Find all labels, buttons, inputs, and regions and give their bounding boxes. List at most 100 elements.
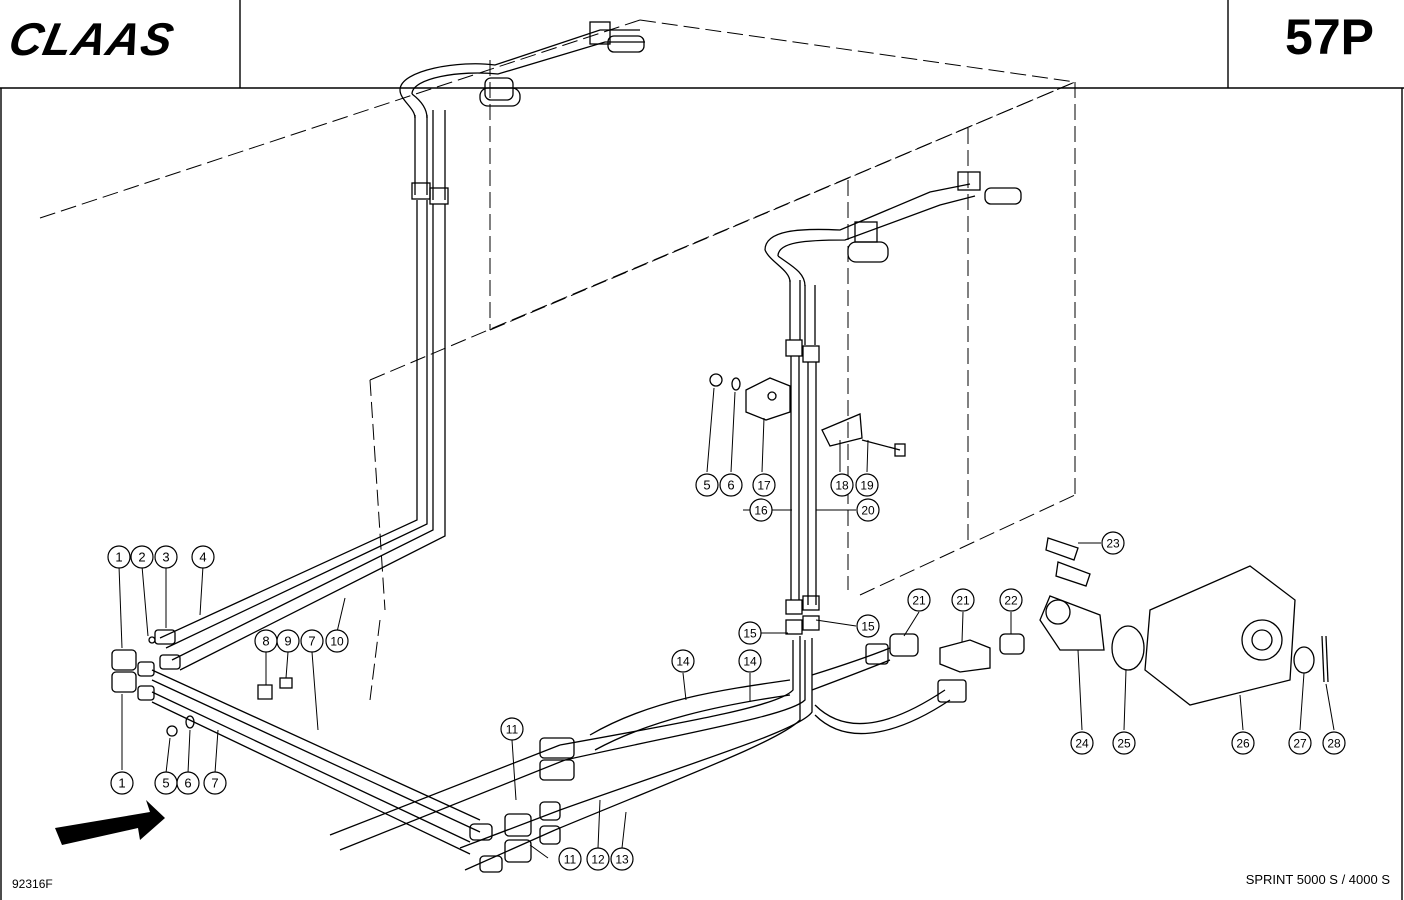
callout-circle (110, 771, 134, 795)
callout-24: 24 (1070, 731, 1094, 755)
callout-circle (1070, 731, 1094, 755)
callout-circle (856, 614, 880, 638)
callout-label: 18 (835, 479, 849, 493)
callout-circle (154, 545, 178, 569)
callout-circle (130, 545, 154, 569)
callout-circle (558, 847, 582, 871)
left-hose-pair (399, 21, 645, 205)
callout-circle (749, 498, 773, 522)
direction-arrow (55, 800, 165, 845)
callout-circle (191, 545, 215, 569)
callout-label: 22 (1004, 594, 1018, 608)
callout-label: 24 (1075, 737, 1089, 751)
callout-17: 17 (752, 473, 776, 497)
callout-6: 6 (176, 771, 200, 795)
callout-22: 22 (999, 588, 1023, 612)
left-fittings (111, 629, 481, 855)
callout-label: 12 (591, 853, 605, 867)
drawing-number: 92316F (12, 877, 53, 891)
callout-label: 16 (754, 504, 768, 518)
callout-label: 26 (1236, 737, 1250, 751)
callout-15: 15 (856, 614, 880, 638)
callout-label: 2 (138, 550, 145, 565)
callout-1: 1 (110, 771, 134, 795)
callout-label: 7 (211, 776, 218, 791)
mounting-bracket (709, 373, 906, 457)
callout-circle (276, 629, 300, 653)
callout-15: 15 (738, 621, 762, 645)
callout-circle (1322, 731, 1346, 755)
left-return-tubes (159, 200, 446, 671)
callout-label: 14 (676, 655, 690, 669)
callout-circle (855, 473, 879, 497)
callout-23: 23 (1101, 531, 1125, 555)
callout-circle (1231, 731, 1255, 755)
callout-label: 19 (860, 479, 874, 493)
callout-label: 11 (564, 853, 577, 867)
callout-4: 4 (191, 545, 215, 569)
callout-circle (951, 588, 975, 612)
callout-circle (107, 545, 131, 569)
callout-label: 6 (184, 776, 191, 791)
callout-circle (1288, 731, 1312, 755)
callout-label: 4 (199, 550, 206, 565)
callout-26: 26 (1231, 731, 1255, 755)
callout-circle (203, 771, 227, 795)
callout-circle (1112, 731, 1136, 755)
callout-label: 9 (284, 634, 291, 649)
callout-3: 3 (154, 545, 178, 569)
callout-label: 1 (118, 776, 125, 791)
callout-label: 20 (861, 504, 875, 518)
callout-14: 14 (738, 649, 762, 673)
callout-label: 10 (330, 635, 344, 649)
callout-20: 20 (856, 498, 880, 522)
callout-label: 14 (743, 655, 757, 669)
callout-label: 8 (262, 634, 269, 649)
page-code: 57P (1285, 9, 1374, 65)
callout-circle (300, 629, 324, 653)
callout-label: 15 (861, 620, 875, 634)
callout-label: 15 (743, 627, 757, 641)
callout-label: 11 (506, 723, 519, 737)
callout-10: 10 (325, 629, 349, 653)
callout-8: 8 (254, 629, 278, 653)
callout-label: 27 (1293, 737, 1307, 751)
callout-label: 21 (912, 594, 926, 608)
callout-11: 11 (558, 847, 582, 871)
callout-6: 6 (719, 473, 743, 497)
lower-hoses (329, 636, 967, 873)
callout-label: 1 (115, 550, 122, 565)
callout-circle (999, 588, 1023, 612)
callout-label: 7 (308, 634, 315, 649)
callout-label: 5 (162, 776, 169, 791)
callout-circle (738, 621, 762, 645)
callout-label: 25 (1117, 737, 1131, 751)
callout-circle (176, 771, 200, 795)
callout-5: 5 (695, 473, 719, 497)
callout-label: 6 (727, 478, 734, 493)
callout-circle (752, 473, 776, 497)
callout-7: 7 (203, 771, 227, 795)
callout-label: 3 (162, 550, 169, 565)
callout-circle (671, 649, 695, 673)
callout-circle (830, 473, 854, 497)
callout-13: 13 (610, 847, 634, 871)
callout-7: 7 (300, 629, 324, 653)
callout-circle (586, 847, 610, 871)
callout-25: 25 (1112, 731, 1136, 755)
callout-label: 23 (1106, 537, 1120, 551)
callout-9: 9 (276, 629, 300, 653)
callout-27: 27 (1288, 731, 1312, 755)
callout-16: 16 (749, 498, 773, 522)
callout-label: 21 (956, 594, 970, 608)
callout-28: 28 (1322, 731, 1346, 755)
callout-label: 13 (615, 853, 629, 867)
callout-21: 21 (951, 588, 975, 612)
leader-lines (118, 387, 1335, 859)
callout-19: 19 (855, 473, 879, 497)
callout-circle (695, 473, 719, 497)
callout-label: 5 (703, 478, 710, 493)
callout-2: 2 (130, 545, 154, 569)
